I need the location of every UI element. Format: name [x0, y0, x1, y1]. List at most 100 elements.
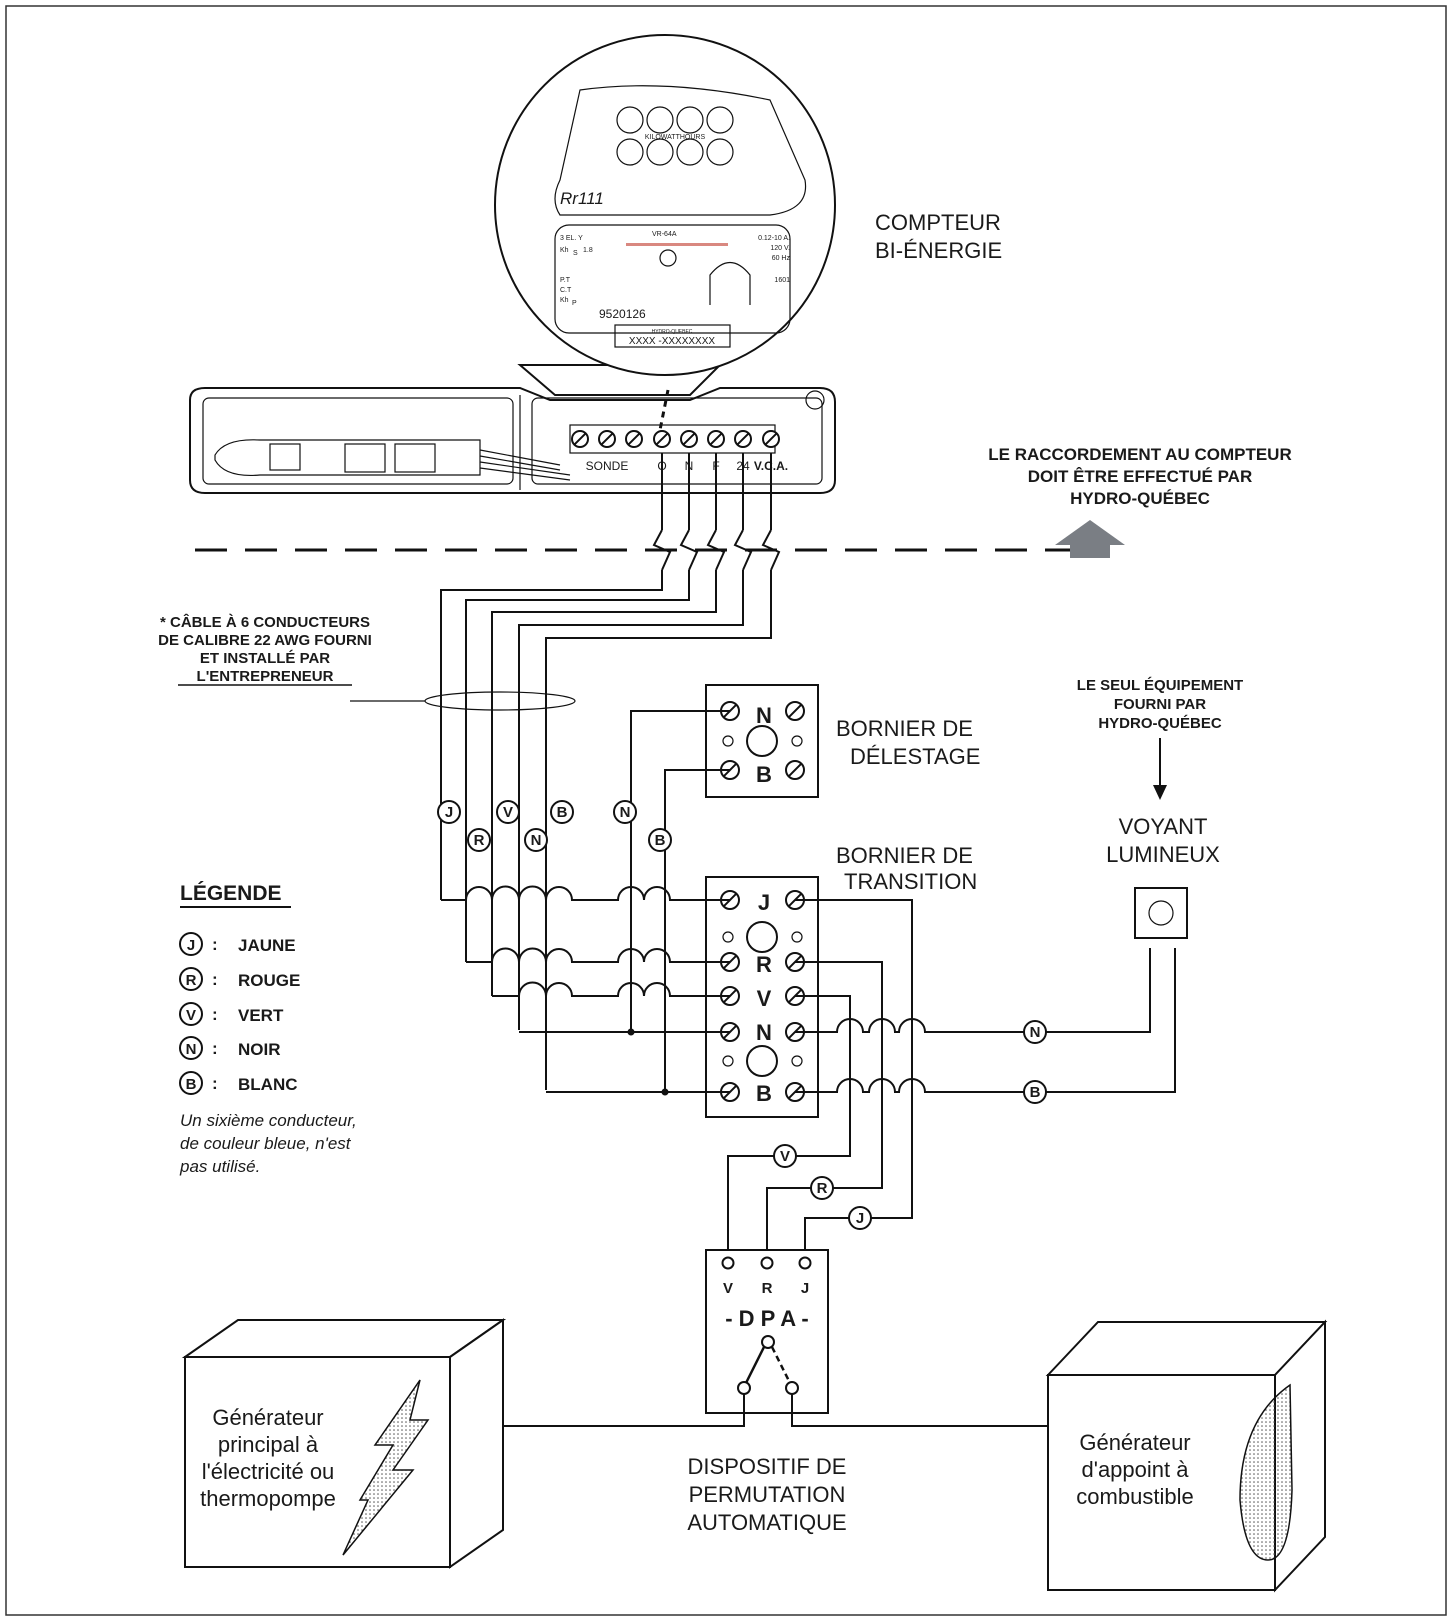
transition-label-1: BORNIER DE	[836, 843, 973, 868]
wire-tag: N	[613, 800, 637, 824]
cable-note-3: ET INSTALLÉ PAR	[200, 650, 330, 667]
diagram-border	[5, 5, 1447, 1616]
legend-item: V : VERT	[179, 1002, 284, 1026]
svg-text:N: N	[1030, 1024, 1041, 1041]
wire-tag: R	[467, 828, 491, 852]
wire-tag: J	[848, 1206, 872, 1230]
svg-text:R: R	[186, 972, 197, 989]
dpa-label-2: PERMUTATION	[689, 1482, 846, 1507]
dpa-in-j: J	[801, 1280, 809, 1297]
gen-main-3: l'électricité ou	[202, 1459, 335, 1484]
transition-b: B	[756, 1081, 772, 1106]
meter-terminal-screw	[707, 430, 725, 448]
wire-tag: B	[1023, 1080, 1047, 1104]
meter-terminal-screw	[734, 430, 752, 448]
delestage-label-1: BORNIER DE	[836, 716, 973, 741]
gen-aux-3: combustible	[1076, 1484, 1193, 1509]
svg-text::: :	[212, 1039, 218, 1058]
dpa-in-r: R	[762, 1280, 773, 1297]
legend-note-3: pas utilisé.	[179, 1157, 260, 1176]
svg-text:J: J	[445, 804, 453, 821]
svg-text:NOIR: NOIR	[238, 1040, 281, 1059]
wire-tag: N	[524, 828, 548, 852]
meter-number: XXXX -XXXXXXXX	[629, 336, 715, 347]
transition-j: J	[758, 890, 770, 915]
dpa-title: - D P A -	[725, 1306, 809, 1331]
bornier-delestage: N B	[705, 684, 819, 798]
only-equip-3: HYDRO-QUÉBEC	[1098, 715, 1222, 732]
meter-info-1: 3 EL. Y	[560, 235, 583, 242]
svg-text:ROUGE: ROUGE	[238, 971, 300, 990]
svg-text:N: N	[620, 804, 631, 821]
transition-output-wires	[727, 899, 1176, 1258]
transition-n: N	[756, 1020, 772, 1045]
meter-red-stripe	[626, 243, 728, 246]
cable-bundle-ellipse	[424, 691, 576, 711]
wire-break-mark	[652, 529, 672, 571]
svg-text::: :	[212, 935, 218, 954]
delestage-screw	[785, 760, 805, 780]
wire-tag: B	[648, 828, 672, 852]
down-arrow-icon	[1153, 785, 1167, 800]
meter-info-4: 1.8	[583, 247, 593, 254]
transition-r: R	[756, 952, 772, 977]
meter-terminal-screw	[653, 430, 671, 448]
meter-owner: HYDRO-QUEBEC	[652, 329, 693, 335]
wire-break-mark	[706, 529, 726, 571]
meter-kwh-label: KILOWATTHOURS	[645, 134, 706, 141]
wire-tag: R	[810, 1176, 834, 1200]
only-equip-1: LE SEUL ÉQUIPEMENT	[1077, 677, 1243, 694]
generator-main: Générateur principal à l'électricité ou …	[181, 1318, 507, 1569]
dpa-in-v: V	[723, 1280, 733, 1297]
dpa-device: V R J - D P A -	[705, 1249, 829, 1414]
meter-terminal-screw	[598, 430, 616, 448]
transition-feed-wires	[441, 885, 730, 1096]
meter-info-2: Kh	[560, 247, 569, 254]
wire-tag: N	[1023, 1020, 1047, 1044]
meter-rating-3: 60 Hz	[772, 255, 791, 262]
notice-line-1: LE RACCORDEMENT AU COMPTEUR	[988, 445, 1291, 464]
bi-energy-meter: KILOWATTHOURS Rr111 VR-64A 3 EL. Y Kh S …	[189, 34, 836, 494]
meter-label-1: COMPTEUR	[875, 210, 1001, 235]
meter-info-6: C.T	[560, 287, 572, 294]
wire-break-mark	[761, 529, 781, 571]
notice-hydro: LE RACCORDEMENT AU COMPTEUR DOIT ÊTRE EF…	[988, 445, 1291, 508]
legend-note-1: Un sixième conducteur,	[180, 1111, 357, 1130]
delestage-screw	[785, 701, 805, 721]
wire-break-mark	[733, 529, 753, 571]
meter-terminal-screw	[625, 430, 643, 448]
dpa-label-3: AUTOMATIQUE	[687, 1510, 846, 1535]
voyant-label-1: VOYANT	[1119, 814, 1208, 839]
legend-item: B : BLANC	[179, 1071, 298, 1095]
wire-break-mark	[679, 529, 699, 571]
meter-terminal-screw	[571, 430, 589, 448]
wire-tag: V	[496, 800, 520, 824]
notice-line-2: DOIT ÊTRE EFFECTUÉ PAR	[1028, 467, 1252, 486]
meter-label-2: BI-ÉNERGIE	[875, 238, 1002, 263]
svg-text:V: V	[503, 804, 513, 821]
wires-from-meter	[440, 389, 781, 1090]
legend-item: J : JAUNE	[179, 932, 296, 956]
svg-text:B: B	[557, 804, 568, 821]
legend-note-2: de couleur bleue, n'est	[180, 1134, 352, 1153]
lightning-icon	[342, 1379, 430, 1556]
gen-main-4: thermopompe	[200, 1486, 336, 1511]
term-sonde: SONDE	[586, 459, 629, 473]
svg-text:VERT: VERT	[238, 1006, 284, 1025]
svg-text:N: N	[186, 1041, 197, 1058]
delestage-b: B	[756, 762, 772, 787]
legend-item: R : ROUGE	[179, 967, 300, 991]
svg-text:V: V	[780, 1148, 790, 1165]
svg-text:N: N	[531, 832, 542, 849]
generator-aux: Générateur d'appoint à combustible	[1045, 1319, 1328, 1593]
svg-text::: :	[212, 1005, 218, 1024]
svg-text:V: V	[186, 1007, 196, 1024]
svg-text:J: J	[856, 1210, 864, 1227]
svg-text:B: B	[655, 832, 666, 849]
cable-note: * CÂBLE À 6 CONDUCTEURS DE CALIBRE 22 AW…	[158, 613, 372, 686]
meter-serial: 9520126	[599, 307, 646, 321]
only-equip-2: FOURNI PAR	[1114, 696, 1206, 713]
gen-main-1: Générateur	[212, 1405, 323, 1430]
wire-tag: B	[550, 800, 574, 824]
